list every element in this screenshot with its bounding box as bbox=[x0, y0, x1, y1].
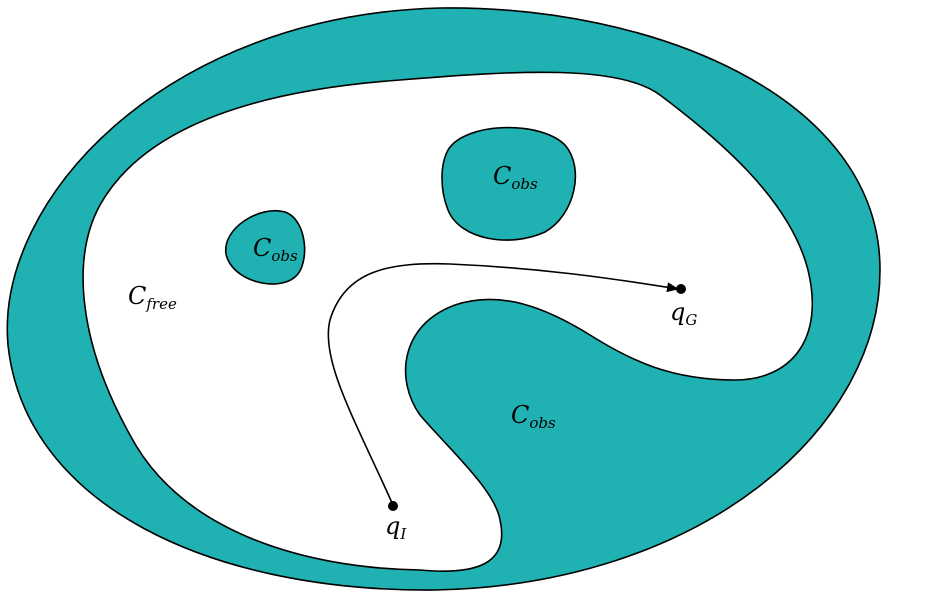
label-c-obs-small-subscript: obs bbox=[271, 247, 298, 265]
label-c-obs-small-symbol: C bbox=[253, 234, 271, 262]
label-c-free-symbol: C bbox=[128, 282, 146, 310]
label-q-goal-symbol: q bbox=[670, 298, 685, 326]
q-goal-point bbox=[676, 284, 686, 294]
label-q-init-subscript: I bbox=[399, 525, 407, 543]
small-obstacle bbox=[225, 209, 306, 285]
top-obstacle bbox=[441, 126, 577, 241]
label-c-obs-top-subscript: obs bbox=[511, 175, 538, 193]
label-q-goal-subscript: G bbox=[685, 311, 697, 329]
label-c-obs-top: Cobs bbox=[493, 162, 538, 193]
label-c-obs-large-subscript: obs bbox=[529, 414, 556, 432]
free-space-region bbox=[82, 71, 813, 572]
label-c-obs-small: Cobs bbox=[253, 234, 298, 265]
label-q-init-symbol: q bbox=[385, 512, 400, 540]
label-q-init: qI bbox=[385, 512, 407, 543]
label-c-obs-large: Cobs bbox=[511, 401, 556, 432]
label-c-free-subscript: free bbox=[145, 295, 177, 313]
q-init-point bbox=[388, 501, 398, 511]
label-c-obs-large-symbol: C bbox=[511, 401, 529, 429]
label-q-goal: qG bbox=[670, 298, 697, 329]
label-c-free: Cfree bbox=[128, 282, 177, 313]
path-curve bbox=[327, 262, 679, 506]
label-c-obs-top-symbol: C bbox=[493, 162, 511, 190]
